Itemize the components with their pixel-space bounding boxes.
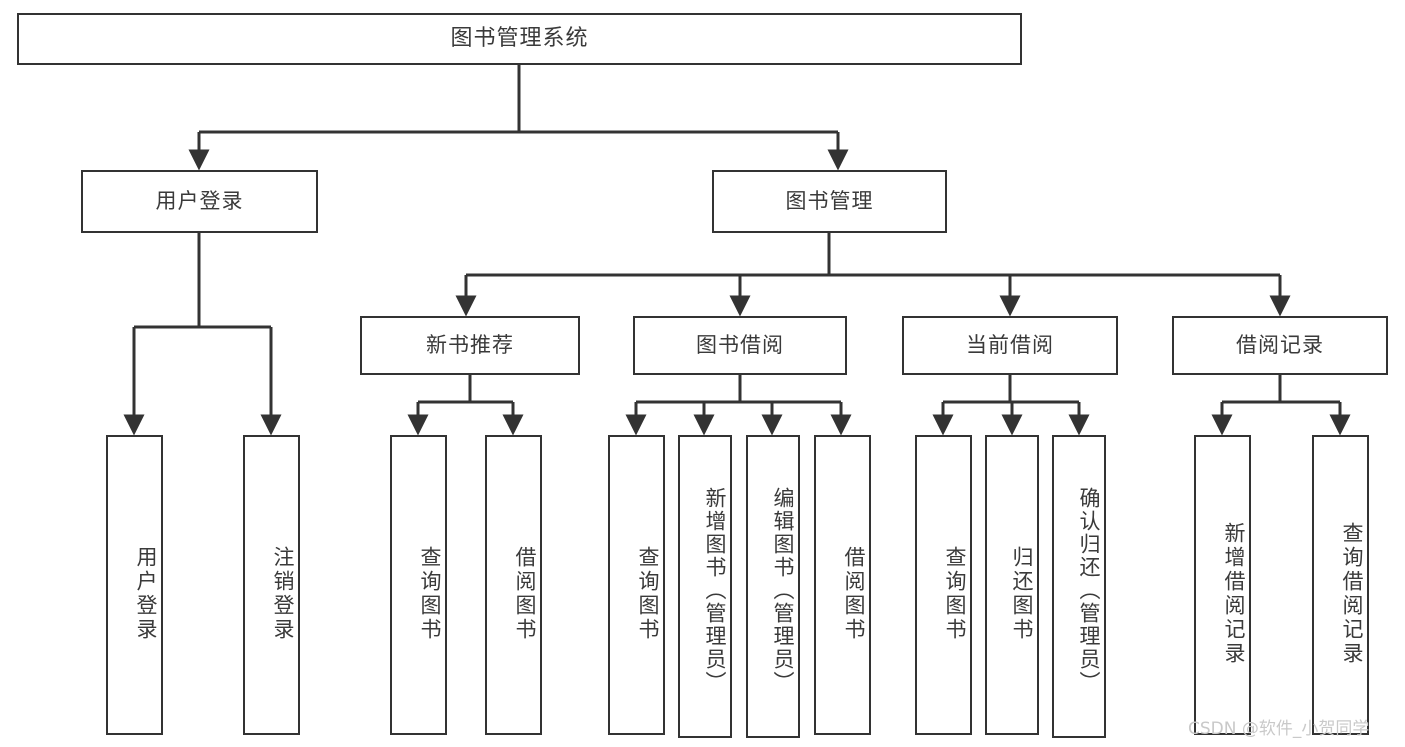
node-borrow-record[interactable]: 借阅记录 <box>1172 316 1388 375</box>
leaf-add-borrow-record[interactable]: 新增借阅记录 <box>1194 435 1251 735</box>
leaf-query-book-recommend[interactable]: 查询图书 <box>390 435 447 735</box>
leaf-borrow-book-recommend[interactable]: 借阅图书 <box>485 435 542 735</box>
leaf-add-book-admin[interactable]: 新增图书（管理员） <box>678 435 732 738</box>
leaf-edit-book-admin[interactable]: 编辑图书（管理员） <box>746 435 800 738</box>
leaf-logout[interactable]: 注销登录 <box>243 435 300 735</box>
leaf-query-borrow-record[interactable]: 查询借阅记录 <box>1312 435 1369 735</box>
node-book-borrow[interactable]: 图书借阅 <box>633 316 847 375</box>
leaf-query-book-borrow[interactable]: 查询图书 <box>608 435 665 735</box>
leaf-query-book-current[interactable]: 查询图书 <box>915 435 972 735</box>
node-book-management[interactable]: 图书管理 <box>712 170 947 233</box>
leaf-borrow-book[interactable]: 借阅图书 <box>814 435 871 735</box>
csdn-watermark: CSDN @软件_小贺同学 <box>1188 719 1370 739</box>
node-user-login[interactable]: 用户登录 <box>81 170 318 233</box>
node-current-borrow[interactable]: 当前借阅 <box>902 316 1118 375</box>
leaf-confirm-return-admin[interactable]: 确认归还（管理员） <box>1052 435 1106 738</box>
leaf-return-book[interactable]: 归还图书 <box>985 435 1039 735</box>
leaf-user-login[interactable]: 用户登录 <box>106 435 163 735</box>
node-new-book-recommend[interactable]: 新书推荐 <box>360 316 580 375</box>
node-root-book-management-system[interactable]: 图书管理系统 <box>17 13 1022 65</box>
